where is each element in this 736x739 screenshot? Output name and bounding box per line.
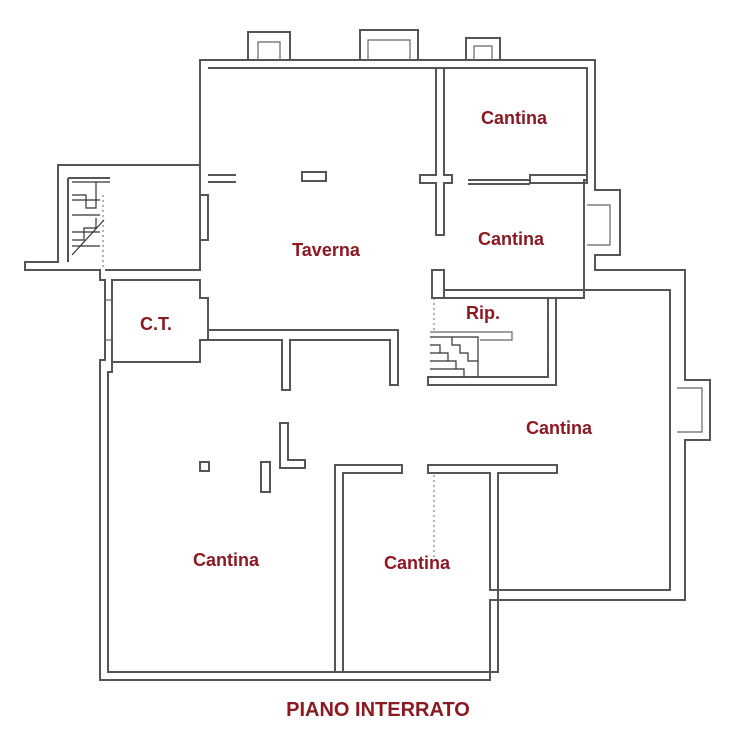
light-wells-top (247, 29, 501, 60)
dashed-lines (102, 195, 549, 560)
interior-walls (105, 68, 588, 673)
room-label-cantina-bottom-left: Cantina (193, 550, 260, 570)
exterior-walls (24, 59, 711, 681)
stairs-top-left (67, 177, 110, 262)
room-label-taverna: Taverna (292, 240, 361, 260)
room-label-cantina-right: Cantina (526, 418, 593, 438)
plan-title: PIANO INTERRATO (286, 699, 470, 721)
room-label-ct: C.T. (140, 314, 172, 334)
room-label-rip: Rip. (466, 303, 500, 323)
stairs-rip (430, 336, 479, 377)
room-label-cantina-top-right: Cantina (481, 108, 548, 128)
room-label-cantina-bottom-center: Cantina (384, 553, 451, 573)
room-label-cantina-mid-right: Cantina (478, 229, 545, 249)
light-wells-right (587, 204, 703, 433)
